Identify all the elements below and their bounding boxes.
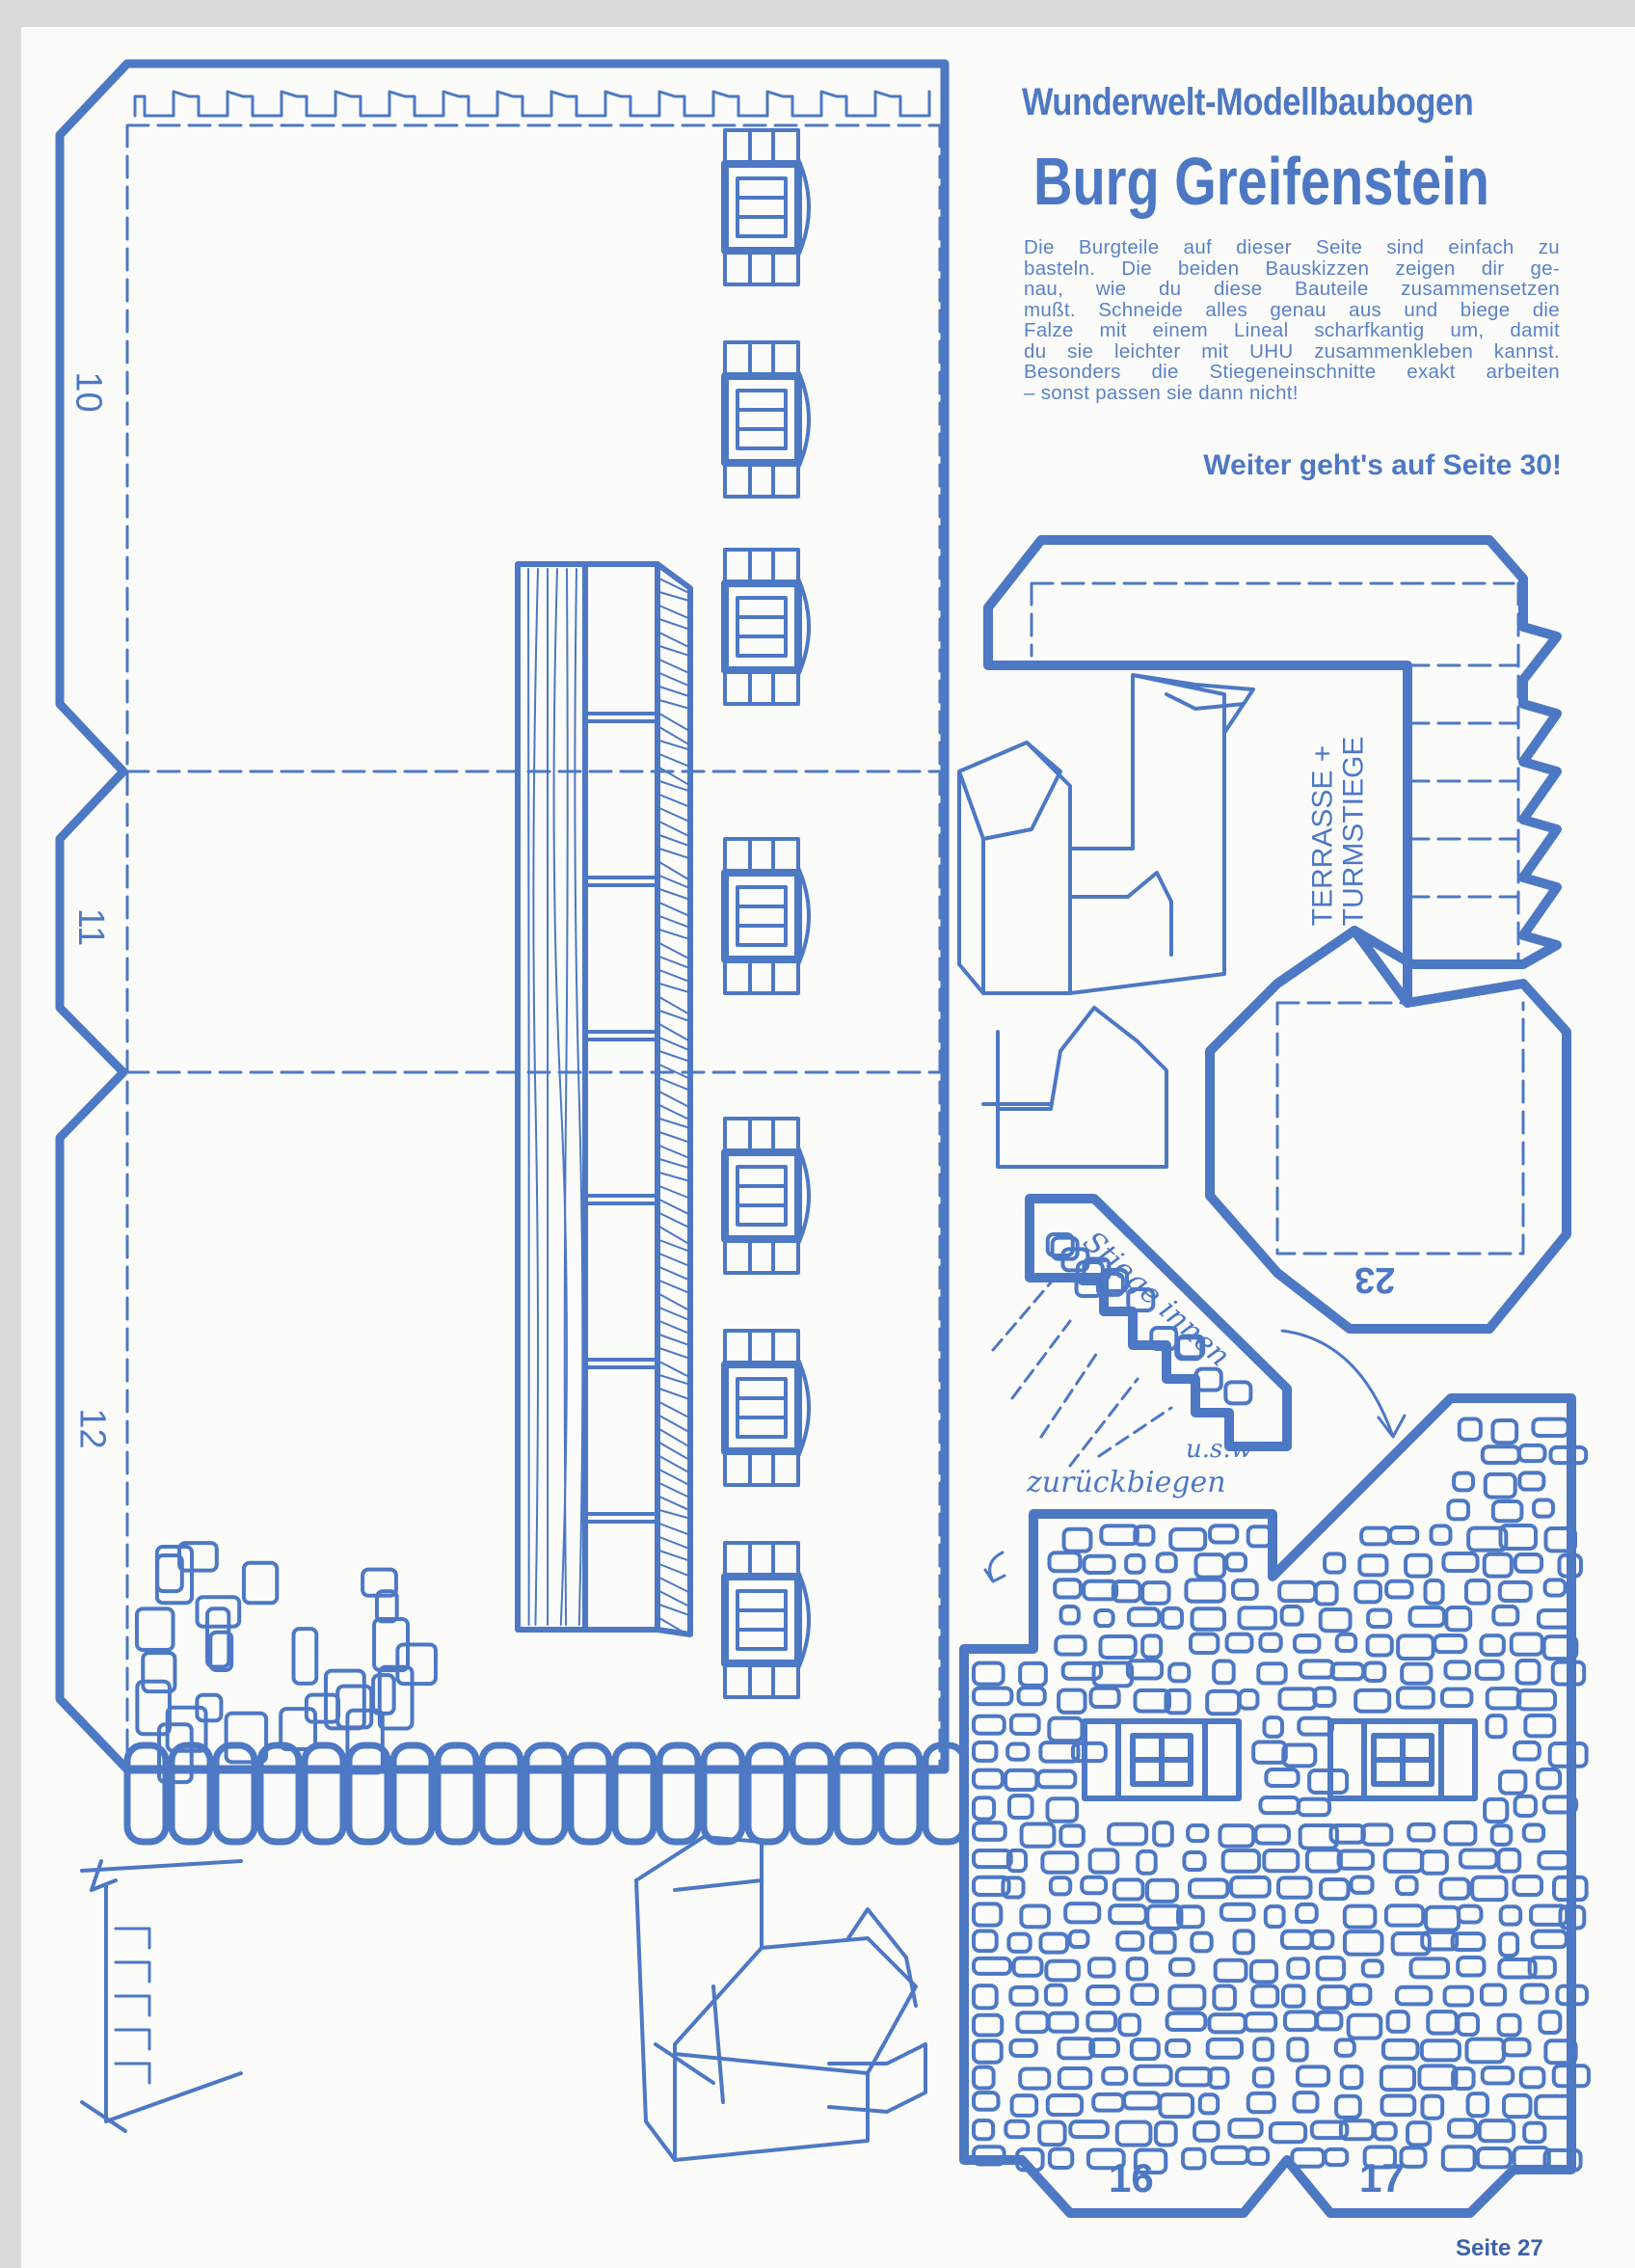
page-number: Seite 27 <box>1456 2235 1543 2261</box>
wooden-beam <box>515 561 693 1637</box>
window-left <box>1082 1718 1242 1801</box>
part-label-10: 10 <box>67 371 109 413</box>
intro-line: du sie leichter mit UHU zusammenkleben k… <box>1024 339 1560 363</box>
terrace-piece <box>983 535 1562 1008</box>
window-cutout <box>721 1329 811 1487</box>
bottom-stone-row <box>123 1742 968 1846</box>
window-cutout <box>721 128 811 286</box>
part-label-23: 23 <box>1354 1259 1396 1300</box>
window-cutout <box>721 1117 811 1275</box>
etc-label: u.s.w <box>1186 1435 1252 1464</box>
window-cutout <box>721 548 811 706</box>
terrace-label: TERRASSE + TURMSTIEGE <box>1306 736 1370 927</box>
assembly-sketch-1 <box>957 673 1255 1169</box>
window-cutout <box>721 340 811 499</box>
floor-piece-23 <box>1205 926 1571 1334</box>
intro-line: nau, wie du diese Bauteile zusammensetze… <box>1024 278 1560 300</box>
fold-back-label: zurückbiegen <box>1027 1466 1226 1499</box>
part-label-17: 17 <box>1359 2155 1405 2200</box>
window-cutout <box>721 837 811 995</box>
intro-line: Falze mit einem Lineal scharfkantig um, … <box>1024 319 1560 341</box>
part-label-16: 16 <box>1109 2155 1154 2200</box>
intro-line: Besonders die Stiegeneinschnitte exakt a… <box>1024 361 1560 383</box>
intro-line: – sonst passen sie dann nicht! <box>1024 381 1299 404</box>
wall-piece-10-11-12 <box>55 59 950 1774</box>
continue-note: Weiter geht's auf Seite 30! <box>1203 449 1562 481</box>
terrace-label-line: TURMSTIEGE <box>1337 736 1370 927</box>
intro-line: mußt. Schneide alles genau aus und biege… <box>1024 298 1560 321</box>
stairs-inside-piece <box>983 1194 1407 1583</box>
stone-pattern-left <box>134 1541 438 1785</box>
window-cutout <box>721 1541 811 1699</box>
intro-line: basteln. Die beiden Bauskizzen zeigen di… <box>1024 256 1560 280</box>
assembly-sketch-2 <box>80 1835 927 2162</box>
page-title: Burg Greifenstein <box>1033 144 1489 219</box>
window-right <box>1327 1718 1478 1801</box>
part-label-11: 11 <box>70 907 112 947</box>
series-title: Wunderwelt-Modellbaubogen <box>1022 81 1474 123</box>
part-label-12: 12 <box>71 1408 113 1449</box>
intro-line: Die Burgteile auf dieser Seite sind einf… <box>1024 236 1560 258</box>
intro-text: Die Burgteile auf dieser Seite sind einf… <box>1024 237 1560 403</box>
wall-piece-16-17 <box>959 1393 1591 2218</box>
terrace-label-line: TERRASSE + <box>1306 744 1339 927</box>
window-cutouts <box>721 128 811 1699</box>
